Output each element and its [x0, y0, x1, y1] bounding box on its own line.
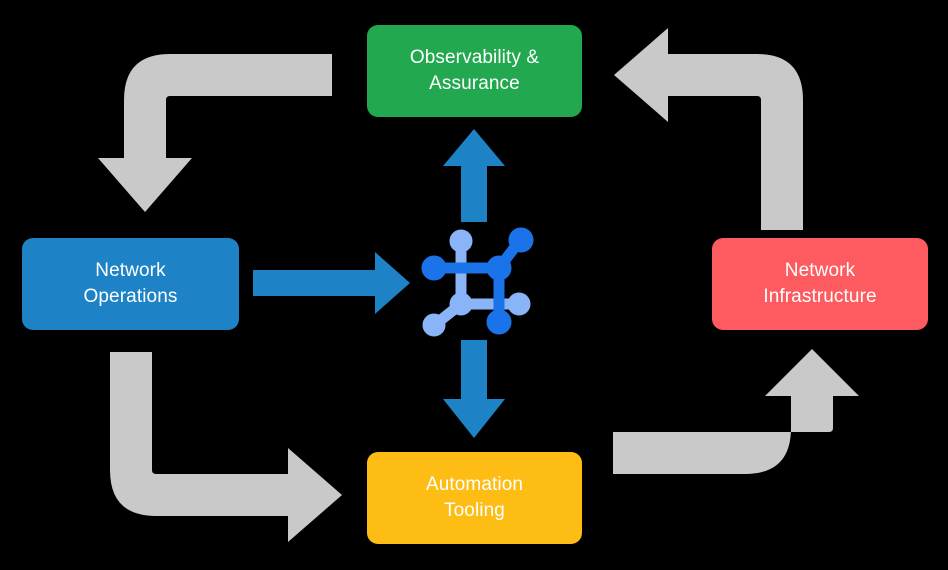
box-automation-tooling-label: Automation Tooling [425, 474, 524, 521]
box-network-infrastructure-label: Network Infrastructure [763, 260, 877, 307]
box-network-infrastructure[interactable]: Network Infrastructure [712, 238, 928, 330]
box-network-operations-label: Network Operations [83, 260, 178, 307]
box-observability-label: Observability & Assurance [409, 47, 540, 94]
arrow-netinfra-to-observability [614, 28, 803, 230]
box-network-operations[interactable]: Network Operations [22, 238, 239, 330]
arrow-netops-to-center [253, 252, 410, 314]
arrow-observability-to-netops [98, 54, 332, 212]
box-automation-tooling[interactable]: Automation Tooling [367, 452, 582, 544]
box-observability-assurance[interactable]: Observability & Assurance [367, 25, 582, 117]
arrow-center-to-automation [443, 340, 505, 438]
arrow-netops-to-automation [110, 352, 342, 542]
arrow-center-to-observability [443, 129, 505, 222]
network-icon-dark-links [421, 227, 534, 335]
arrow-automation-to-netinfra [613, 349, 859, 474]
network-icon-light-links [422, 229, 531, 337]
